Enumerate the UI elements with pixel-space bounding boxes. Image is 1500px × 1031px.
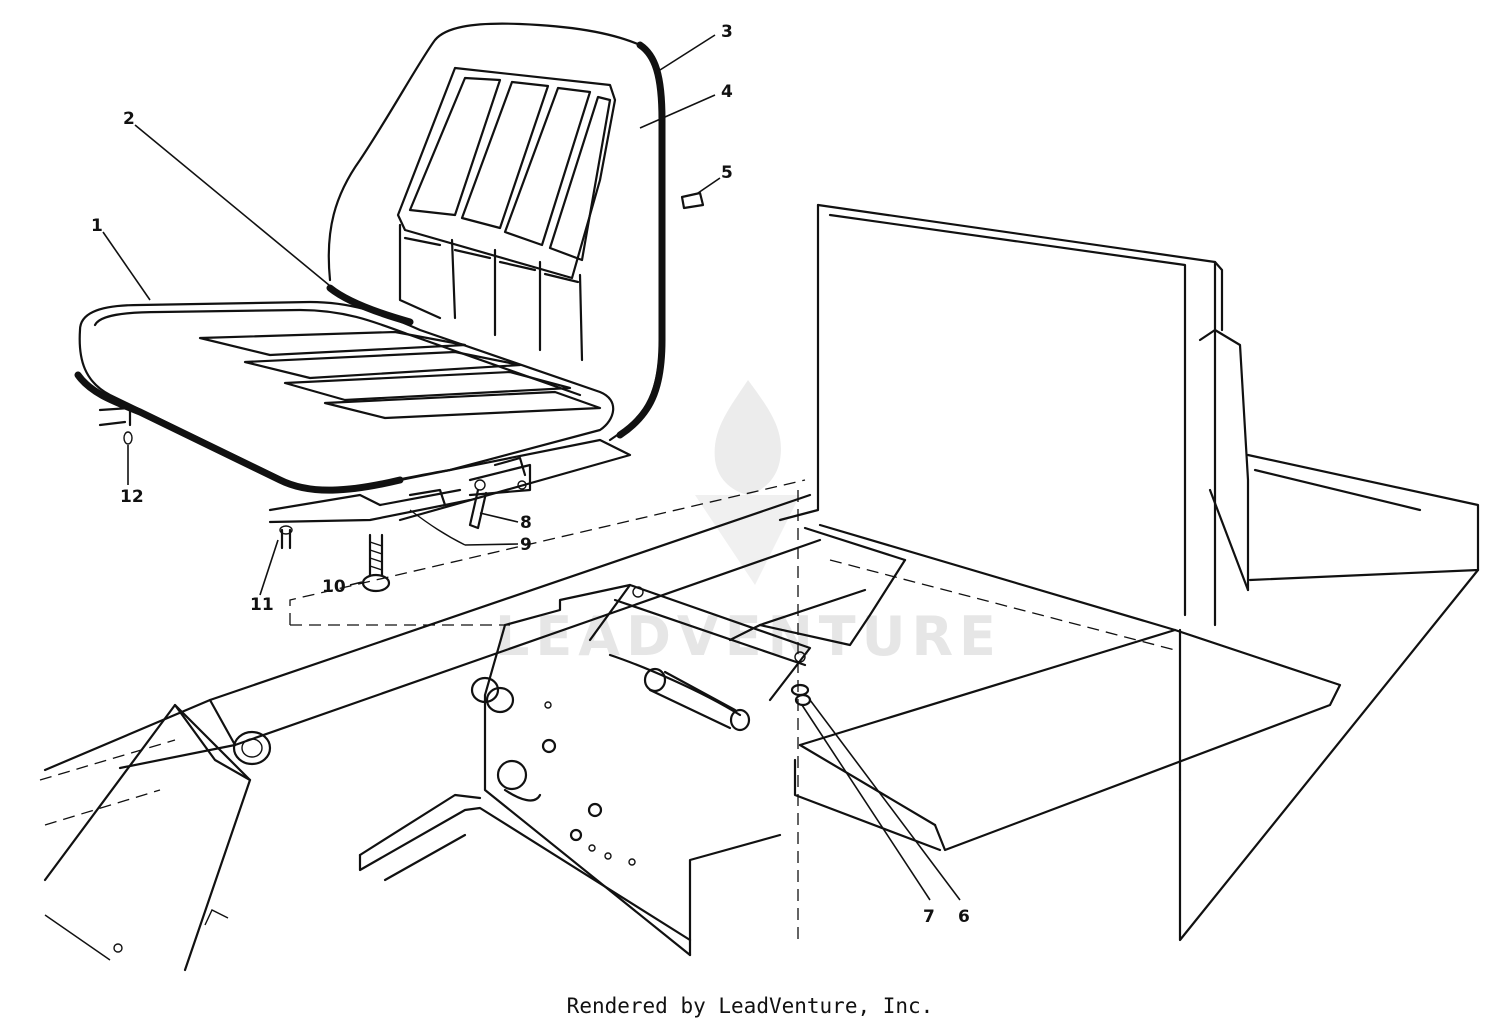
callout-labels: 1 2 3 4 5 6 7 8 9 10 11 12	[91, 22, 970, 927]
rendered-by-credit: Rendered by LeadVenture, Inc.	[566, 994, 934, 1018]
flame-v-logo-icon	[695, 380, 800, 585]
callout-7: 7	[923, 907, 935, 927]
watermark: LEADVENTURE	[495, 380, 1002, 668]
callout-12: 12	[120, 487, 144, 507]
callout-5: 5	[721, 163, 733, 183]
callout-9: 9	[520, 535, 532, 555]
callout-10: 10	[322, 577, 346, 597]
callout-11: 11	[250, 595, 274, 615]
callout-1: 1	[91, 216, 103, 236]
leader-lines	[102, 34, 961, 901]
callout-4: 4	[721, 82, 733, 102]
watermark-text: LEADVENTURE	[495, 605, 1002, 668]
tractor-frame	[39, 203, 1480, 972]
callout-2: 2	[123, 109, 135, 129]
callout-8: 8	[520, 513, 532, 533]
callout-3: 3	[721, 22, 733, 42]
callout-6: 6	[958, 907, 970, 927]
seat	[74, 22, 812, 707]
